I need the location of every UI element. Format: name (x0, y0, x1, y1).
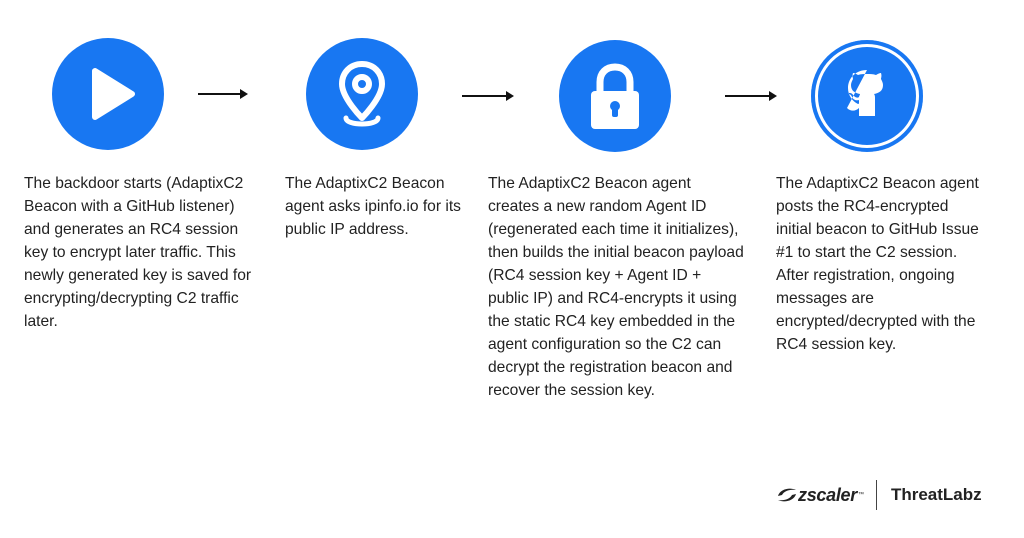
step-4-text: The AdaptixC2 Beacon agent posts the RC4… (776, 175, 979, 353)
trademark-mark: ™ (857, 492, 864, 498)
step-2-icon-circle (306, 38, 418, 150)
arrow-right-2 (462, 91, 514, 101)
step-2-text: The AdaptixC2 Beacon agent asks ipinfo.i… (285, 175, 461, 238)
location-pin-icon (339, 61, 385, 127)
padlock-icon (591, 63, 639, 129)
zscaler-logo: zscaler ™ (776, 485, 864, 506)
zscaler-swoosh-icon (778, 488, 796, 502)
footer-logos: zscaler ™ ThreatLabz (776, 480, 982, 510)
step-3-icon-circle (559, 40, 671, 152)
logo-divider (875, 480, 877, 510)
arrow-right-3 (725, 91, 777, 101)
step-4-icon-circle (811, 40, 923, 152)
threatlabz-wordmark: ThreatLabz (890, 485, 982, 504)
step-1-icon-circle (52, 38, 164, 150)
play-icon (92, 68, 135, 120)
step-3-text: The AdaptixC2 Beacon agent creates a new… (488, 175, 744, 399)
zscaler-wordmark: zscaler (798, 484, 857, 505)
github-icon (847, 70, 883, 116)
arrow-right-1 (198, 89, 248, 99)
step-1-text: The backdoor starts (AdaptixC2 Beacon wi… (24, 175, 252, 330)
